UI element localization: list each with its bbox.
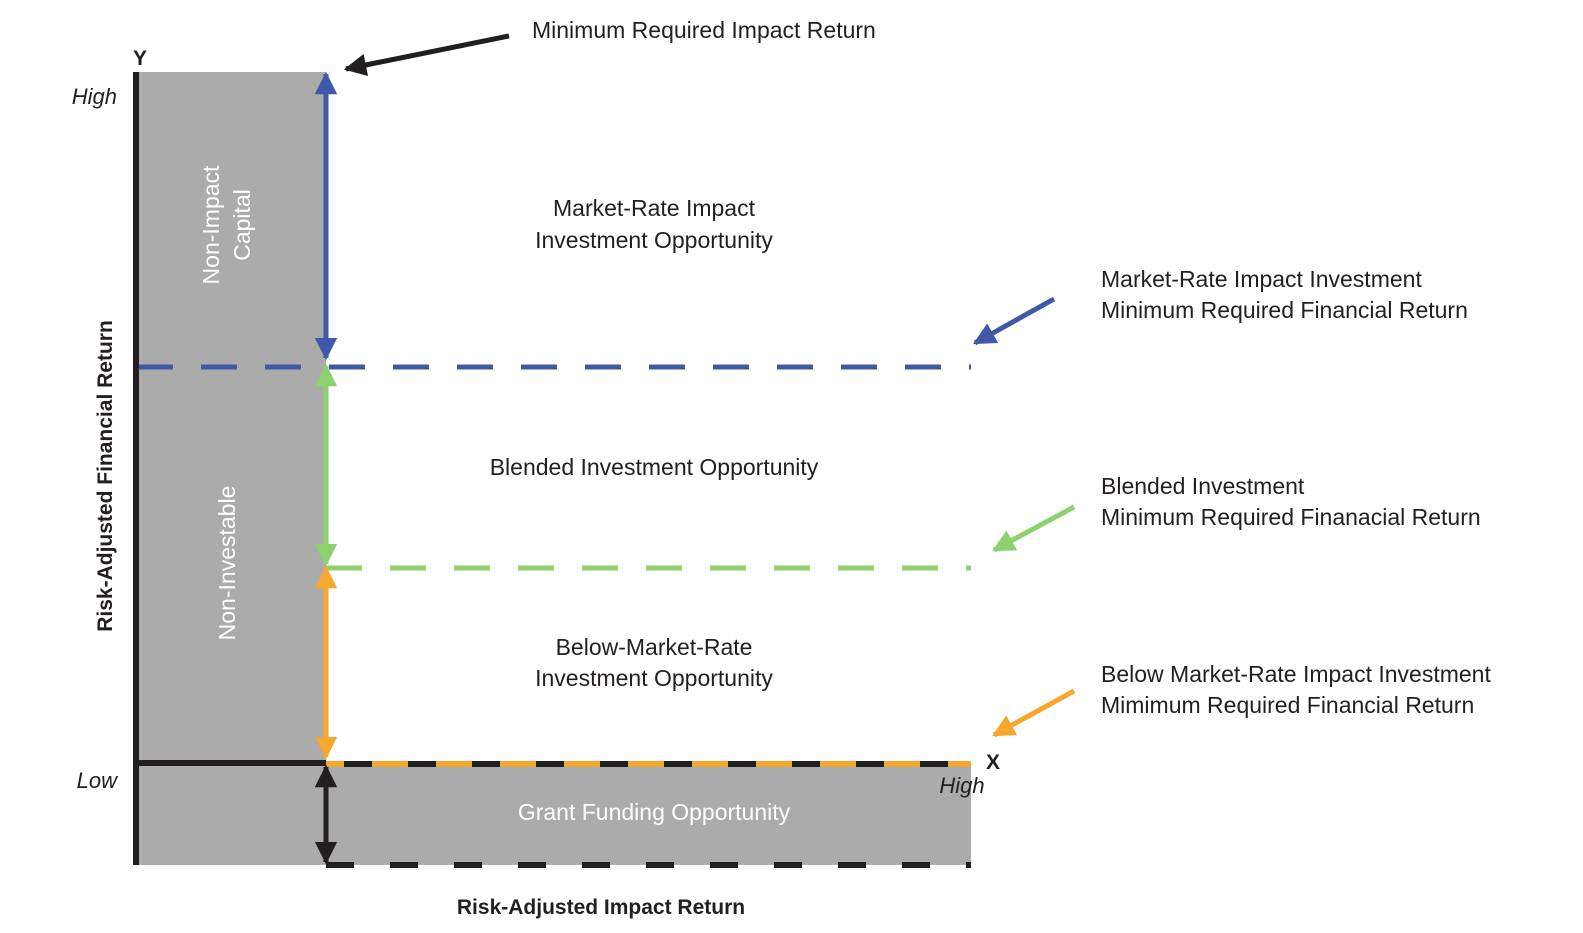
min-impact-callout-text: Minimum Required Impact Return [532, 17, 876, 43]
below-market-callout-line1: Below Market-Rate Impact Investment [1101, 661, 1491, 687]
market-rate-opportunity-line1: Market-Rate Impact [553, 195, 756, 221]
market-rate-callout-arrow [973, 296, 1056, 346]
below-market-opportunity-line2: Investment Opportunity [535, 665, 773, 691]
y-low-label: Low [77, 768, 119, 793]
non-impact-region [137, 72, 326, 764]
x-high-label: High [939, 773, 984, 798]
min-impact-callout-arrow [343, 33, 510, 77]
blended-callout-line2: Minimum Required Finanacial Return [1101, 504, 1481, 530]
market-rate-callout-line2: Minimum Required Financial Return [1101, 297, 1468, 323]
non-impact-label-line2: Capital [229, 189, 255, 261]
non-investable-label: Non-Investable [214, 486, 240, 641]
grant-funding-label: Grant Funding Opportunity [518, 799, 791, 825]
below-market-opportunity-line1: Below-Market-Rate [556, 634, 753, 660]
y-high-label: High [72, 84, 117, 109]
market-rate-callout-line1: Market-Rate Impact Investment [1101, 266, 1422, 292]
market-rate-opportunity-line2: Investment Opportunity [535, 227, 773, 253]
non-impact-label-line1: Non-Impact [198, 165, 224, 284]
blended-callout-line1: Blended Investment [1101, 473, 1305, 499]
blended-opportunity-label: Blended Investment Opportunity [490, 454, 819, 480]
below-market-callout-arrow [992, 688, 1076, 738]
below-market-callout-line2: Mimimum Required Financial Return [1101, 692, 1474, 718]
blended-callout-arrow [992, 504, 1076, 553]
grant-funding-region [137, 764, 971, 865]
x-axis-letter: X [986, 751, 1000, 774]
x-axis-title: Risk-Adjusted Impact Return [457, 896, 745, 919]
y-axis-title: Risk-Adjusted Financial Return [94, 320, 117, 632]
y-axis-letter: Y [133, 47, 147, 70]
